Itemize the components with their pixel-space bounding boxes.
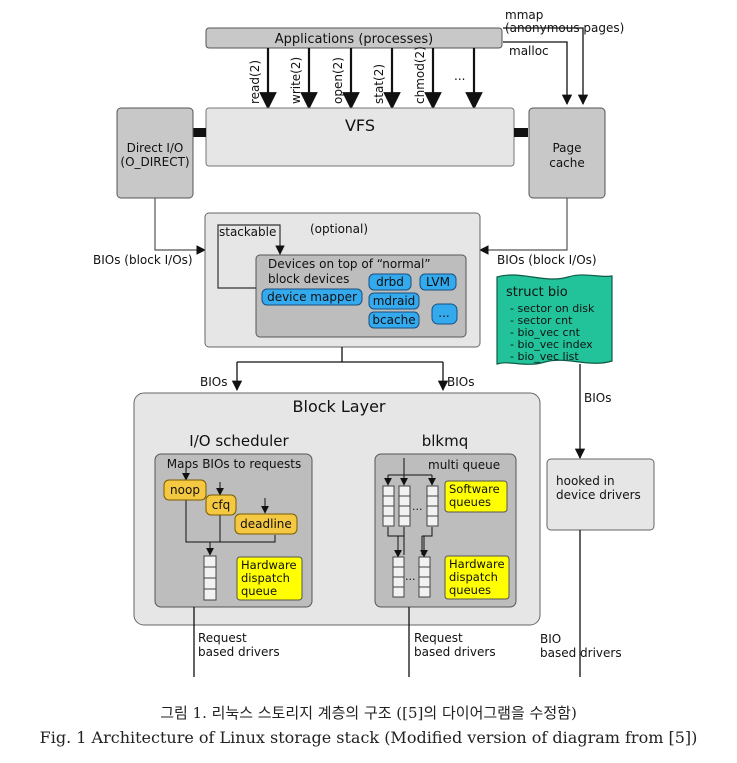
bio-drivers-1: BIO [540,632,561,646]
mdraid-chip [368,292,420,310]
scheduler-merge-line [185,500,276,555]
hooked-drivers-label-2: device drivers [556,488,641,502]
hw-queue-dots: ... [405,570,416,583]
applications-label: Applications (processes) [275,32,433,47]
lvm-chip-label: LVM [426,275,450,289]
syscall-stat: stat(2) [372,64,386,104]
page-cache-bios-arrow [479,198,568,255]
more-devices-chip-label: ... [438,306,449,320]
struct-bio-item-3: - bio_vec cnt [510,326,581,339]
hooked-drivers-label-1: hooked in [556,474,615,488]
drbd-chip [368,273,412,291]
syscall-arrows [259,48,483,110]
lvm-chip [419,273,457,291]
struct-bio-item-4: - bio_vec index [510,338,593,351]
bios-label-left: BIOs [200,375,227,389]
vfs-left-connector [193,128,206,137]
hardware-queues-label-3: queues [449,583,491,597]
stackable-label: stackable [219,225,276,239]
software-queues-label-1: Software [449,482,500,496]
request-drivers-left-1: Request [198,631,247,645]
applications-box [205,27,503,49]
optional-label: (optional) [310,222,368,236]
blkmq-merge-line [387,527,433,555]
devices-on-top-label-2: block devices [268,272,349,286]
hw-dispatch-label-1: Hardware [241,558,297,572]
caption-korean: 그림 1. 리눅스 스토리지 계층의 구조 ([5]의 다이어그램을 수정함) [160,704,577,722]
syscall-read: read(2) [248,60,262,104]
direct-io-bios-arrow [154,198,206,255]
noop-chip-label: noop [170,483,200,497]
struct-bio-item-2: - sector cnt [510,314,573,327]
device-mapper-chip-label: device mapper [267,290,357,304]
stackable-loop [217,224,285,289]
bcache-chip [368,311,420,329]
hooked-drivers-box [546,458,655,531]
bcache-chip-label: bcache [372,313,415,327]
request-drivers-left-2: based drivers [198,645,280,659]
page-cache-label-1: Page [552,141,581,155]
cfq-chip-label: cfq [212,498,230,512]
bios-label-right: BIOs [447,375,474,389]
deadline-chip [234,513,298,535]
request-drivers-right-2: based drivers [414,645,496,659]
hardware-queues-label-2: dispatch [449,570,498,584]
block-layer-title: Block Layer [293,397,386,416]
syscall-open: open(2) [331,57,345,104]
hw-dispatch-label-3: queue [241,584,277,598]
request-drivers-right-1: Request [414,631,463,645]
software-queues-box [444,480,508,513]
hw-queue-stacks [392,556,431,598]
malloc-arrow [503,41,573,106]
direct-io-label-2: (O_DIRECT) [120,155,189,169]
more-devices-chip [431,303,458,325]
direct-io-label-1: Direct I/O [127,141,184,155]
hardware-queues-box [444,555,510,600]
hw-dispatch-queue-stack [203,555,217,601]
hw-dispatch-label-2: dispatch [241,571,290,585]
bios-block-label-left: BIOs (block I/Os) [93,253,193,267]
bios-label-hooked: BIOs [584,391,611,405]
drbd-chip-label: drbd [376,275,404,289]
vfs-right-connector [514,128,528,137]
syscall-chmod: chmod(2) [413,46,427,104]
syscall-write: write(2) [289,57,303,104]
syscall-more: ... [454,69,465,83]
mdraid-chip-label: mdraid [373,294,416,308]
struct-bio-title: struct bio [506,285,568,300]
blkmq-title: blkmq [422,432,469,450]
page-cache-label-2: cache [549,156,585,170]
multi-queue-label: multi queue [428,458,500,472]
software-queues-label-2: queues [449,495,491,509]
sw-queue-dots: ... [412,500,423,513]
malloc-label: malloc [509,44,549,58]
cfq-chip [205,494,237,516]
mmap-arrow [503,27,589,106]
bios-block-label-right: BIOs (block I/Os) [497,253,597,267]
vfs-label: VFS [345,116,375,135]
io-scheduler-title: I/O scheduler [189,432,289,450]
multi-queue-fanout [388,458,432,476]
deadline-chip-label: deadline [240,517,292,531]
mmap-label: mmap [505,8,543,22]
caption-english: Fig. 1 Architecture of Linux storage sta… [39,728,698,747]
struct-bio-item-1: - sector on disk [510,302,595,315]
struct-bio-item-5: - bio_vec list [510,350,579,363]
struct-bio-flag [496,274,613,365]
device-mapper-chip [261,288,363,306]
sw-queue-stacks [382,485,439,527]
hw-dispatch-queue-box [236,556,303,601]
bios-split-line [237,347,443,363]
noop-chip [163,479,207,501]
hardware-queues-label-1: Hardware [449,557,505,571]
maps-bios-label: Maps BIOs to requests [167,457,301,471]
storage-stack-diagram: Applications (processes) mmap (anonymous… [93,8,655,677]
devices-on-top-label-1: Devices on top of “normal” [268,257,431,271]
bio-drivers-2: based drivers [540,646,622,660]
